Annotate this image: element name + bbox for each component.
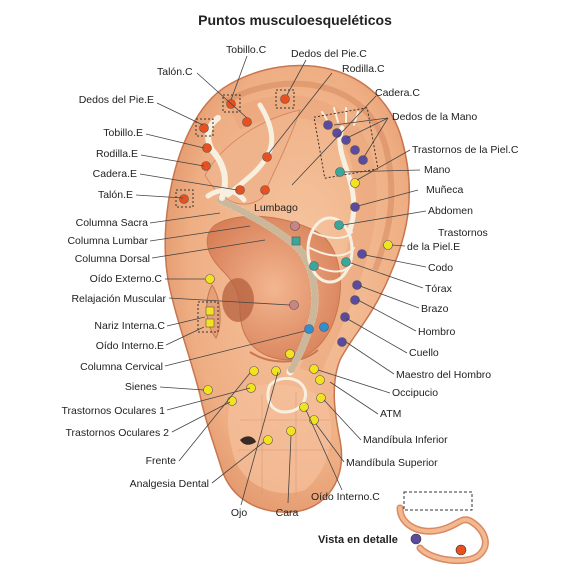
label-muneca: Muñeca — [426, 184, 464, 196]
label-lumbago: Lumbago — [254, 202, 298, 214]
label-tobillo-e: Tobillo.E — [103, 127, 143, 139]
label-torax: Tórax — [425, 283, 453, 295]
label-cara: Cara — [276, 507, 299, 519]
label-rodilla-c: Rodilla.C — [342, 63, 385, 75]
label-mandibula-superior: Mandíbula Superior — [346, 457, 438, 469]
label-occipucio: Occipucio — [392, 387, 438, 399]
label-hombro: Hombro — [418, 326, 456, 338]
label-sienes: Sienes — [125, 381, 157, 393]
label-maestro-hombro: Maestro del Hombro — [396, 369, 491, 381]
label-abdomen: Abdomen — [428, 205, 473, 217]
detail-view: Vista en detalle — [318, 491, 489, 565]
label-brazo: Brazo — [421, 303, 449, 315]
label-rodilla-e: Rodilla.E — [96, 148, 138, 160]
label-oido-interno-c: Oído Interno.C — [311, 491, 380, 503]
label-ojo: Ojo — [231, 507, 248, 519]
label-cadera-c: Cadera.C — [375, 87, 420, 99]
label-trastornos-piel-e-1: Trastornos — [438, 227, 488, 239]
label-cuello: Cuello — [409, 347, 439, 359]
label-columna-cervical: Columna Cervical — [80, 361, 163, 373]
label-trastornos-oculares-1: Trastornos Oculares 1 — [62, 405, 166, 417]
label-cadera-e: Cadera.E — [93, 168, 137, 180]
label-trastornos-piel-e-2: de la Piel.E — [407, 241, 460, 253]
label-atm: ATM — [380, 408, 401, 420]
label-tobillo-c: Tobillo.C — [226, 44, 267, 56]
label-columna-sacra: Columna Sacra — [76, 217, 149, 229]
label-dedos-mano: Dedos de la Mano — [392, 111, 477, 123]
label-talon-c: Talón.C — [157, 66, 193, 78]
label-relajacion-muscular: Relajación Muscular — [71, 293, 166, 305]
label-nariz-interna-c: Nariz Interna.C — [94, 320, 165, 332]
label-analgesia-dental: Analgesia Dental — [130, 478, 209, 490]
diagram-title: Puntos musculoesqueléticos — [198, 12, 392, 28]
label-vista-detalle: Vista en detalle — [318, 534, 398, 546]
label-columna-lumbar: Columna Lumbar — [67, 235, 148, 247]
label-talon-e: Talón.E — [98, 189, 133, 201]
label-frente: Frente — [146, 455, 177, 467]
label-dedos-pie-c: Dedos del Pie.C — [291, 48, 367, 60]
leader-lines — [135, 55, 427, 506]
label-dedos-pie-e: Dedos del Pie.E — [79, 94, 154, 106]
label-oido-externo-c: Oído Externo.C — [90, 273, 163, 285]
dotted-markers — [175, 89, 379, 333]
label-trastornos-piel-c: Trastornos de la Piel.C — [412, 144, 519, 156]
labels: Tobillo.C Dedos del Pie.C Talón.C Rodill… — [62, 44, 519, 519]
label-mano: Mano — [424, 164, 450, 176]
label-trastornos-oculares-2: Trastornos Oculares 2 — [66, 427, 170, 439]
skeleton-overlay — [205, 102, 359, 414]
label-mandibula-inferior: Mandíbula Inferior — [363, 434, 448, 446]
label-oido-interno-e: Oído Interno.E — [96, 340, 164, 352]
label-columna-dorsal: Columna Dorsal — [75, 253, 150, 265]
label-codo: Codo — [428, 262, 453, 274]
